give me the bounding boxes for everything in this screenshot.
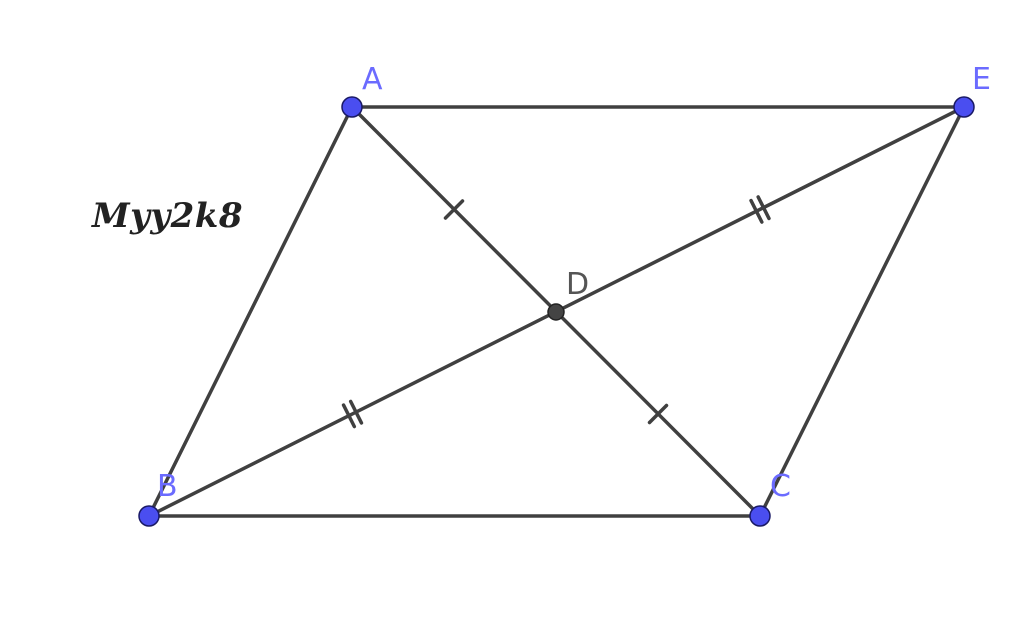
segment-EC[interactable] [758,105,966,518]
point-B[interactable] [138,505,160,527]
label-C: C [770,469,791,504]
label-E: E [972,62,991,97]
tick-mark-DC [647,403,669,425]
segment-AB[interactable] [147,105,354,518]
tick-mark-AD [443,199,465,220]
tick-mark-DE [756,195,771,221]
watermark-text: Myy2k8 [92,196,244,236]
point-C[interactable] [749,505,771,527]
label-A: A [362,62,383,97]
point-A[interactable] [341,96,363,118]
tick-marks-layer [341,195,771,429]
point-D[interactable] [547,303,565,321]
tick-mark-BD [348,399,364,425]
tick-mark-BD [341,403,357,429]
point-labels-layer: A B C E D [157,62,991,504]
label-B: B [157,469,178,504]
point-E[interactable] [953,96,975,118]
label-D: D [566,267,589,302]
tick-mark-DE [749,198,764,224]
points-layer [138,96,975,527]
